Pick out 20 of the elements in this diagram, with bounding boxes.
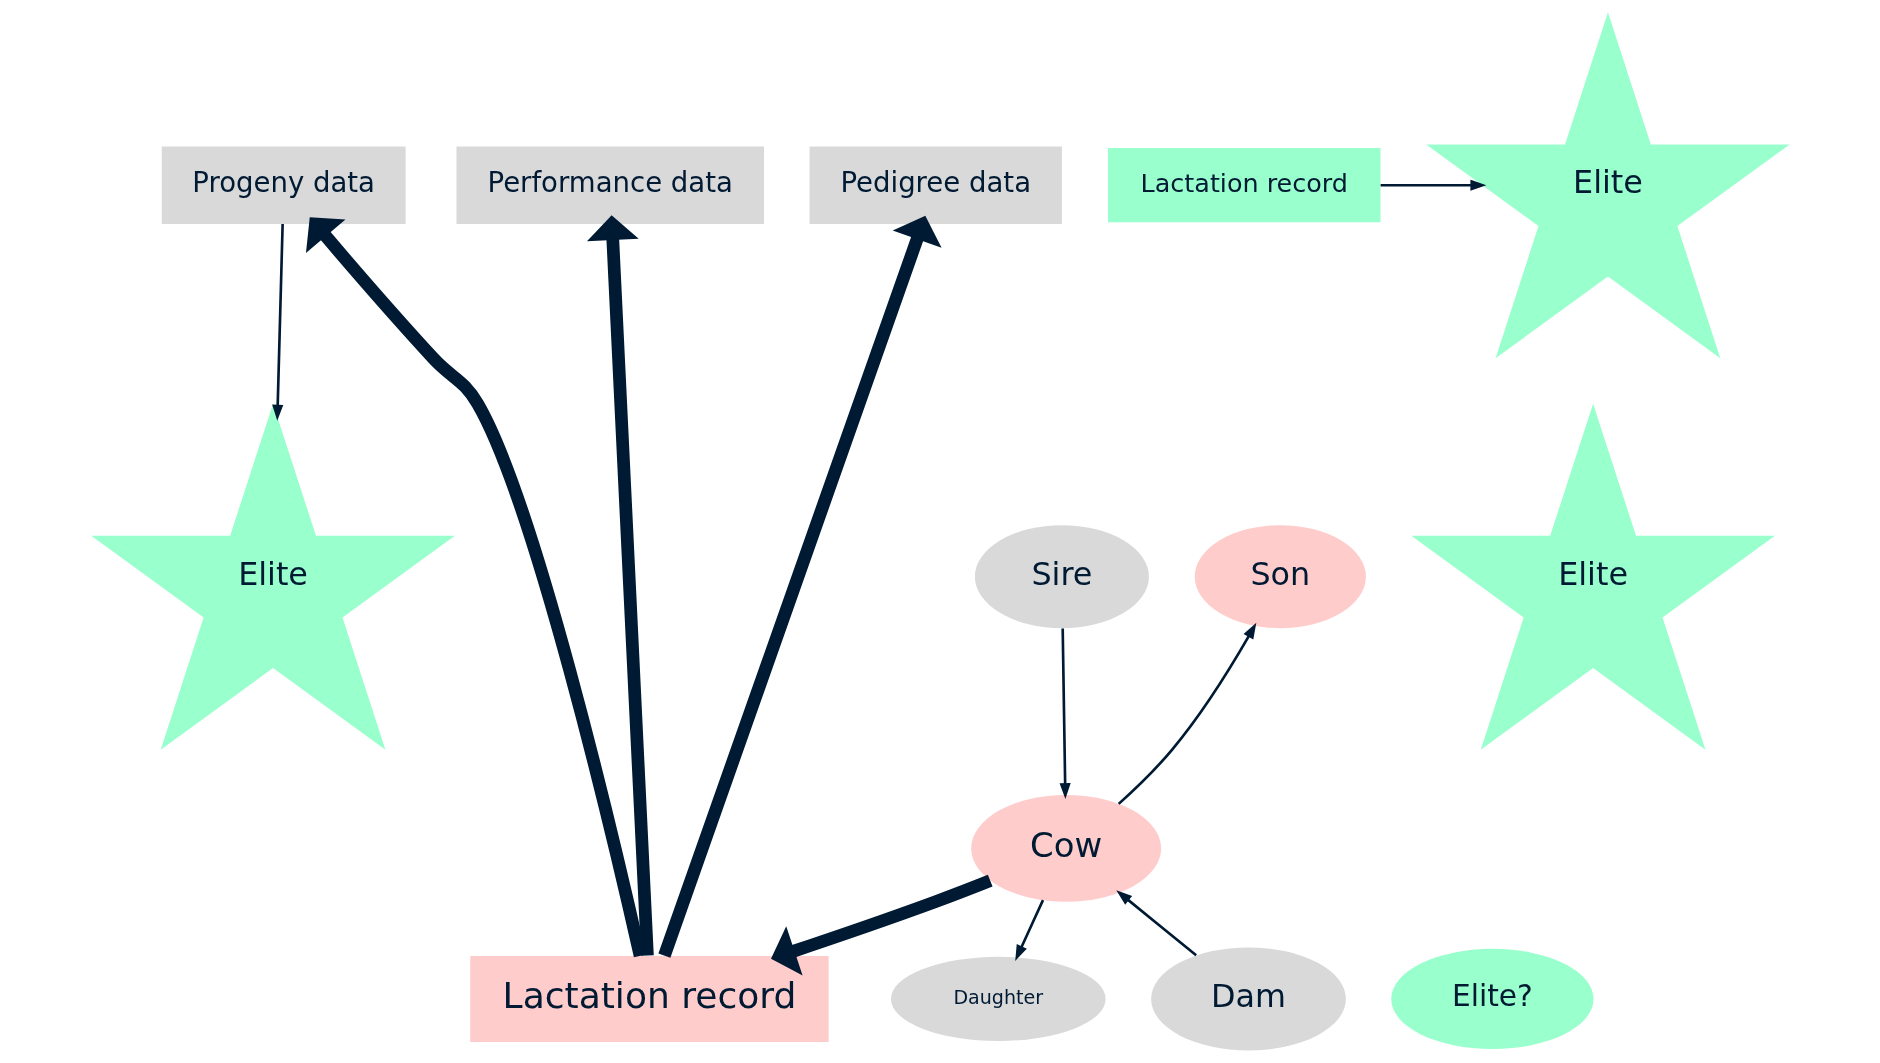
arrow (1115, 890, 1197, 957)
node-ellipse: Dam (1150, 947, 1346, 1051)
arrow (657, 215, 942, 958)
node-ellipse: Daughter (890, 956, 1106, 1042)
node-box: Pedigree data (809, 146, 1062, 224)
node-ellipse: Sire (974, 525, 1149, 629)
node-box: Lactation record (1107, 148, 1380, 223)
node-box: Progeny data (161, 146, 406, 224)
arrow (1380, 179, 1486, 191)
node-box: Performance data (456, 146, 764, 224)
arrow (586, 215, 654, 956)
arrow (770, 874, 993, 976)
node-ellipse: Cow (970, 794, 1161, 902)
node-ellipse: Elite? (1390, 948, 1594, 1050)
node-box: Lactation record (469, 956, 829, 1042)
arrow (271, 223, 284, 421)
arrow (1014, 899, 1044, 961)
node-ellipse: Son (1194, 525, 1366, 629)
arrow (1117, 622, 1256, 805)
arrow (1059, 628, 1071, 800)
